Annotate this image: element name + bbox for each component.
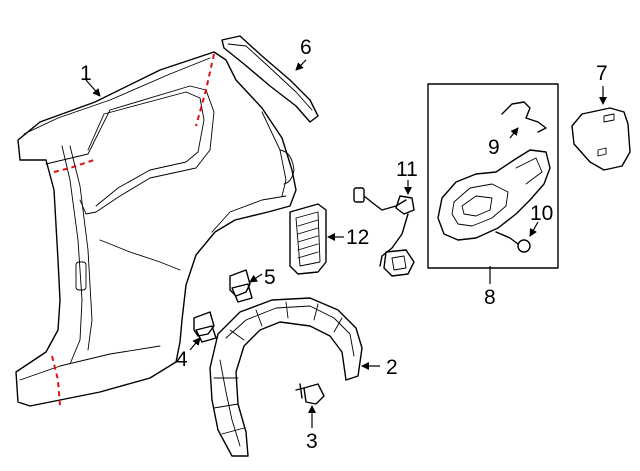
- spring: [501, 101, 547, 133]
- tether: [495, 231, 531, 253]
- callout-11: 11: [396, 158, 418, 181]
- callout-1: 1: [80, 62, 92, 85]
- fuel-door-housing: [437, 149, 551, 241]
- leaders: [85, 59, 607, 428]
- fuel-door-assembly-box: [427, 83, 559, 269]
- callout-10: 10: [530, 202, 553, 225]
- screw: [295, 383, 325, 405]
- roof-rail-trim: [221, 35, 319, 123]
- push-clip-lower: [193, 311, 217, 343]
- vent-grille: [289, 203, 327, 275]
- callout-2: 2: [386, 356, 398, 379]
- callout-3: 3: [306, 430, 318, 453]
- callout-12: 12: [346, 226, 369, 249]
- fuel-door: [571, 107, 631, 171]
- push-clip-upper: [229, 269, 253, 303]
- callout-4: 4: [176, 348, 188, 371]
- callout-8: 8: [484, 286, 496, 309]
- callout-labels: 1 2 3 4 5 6 7 8 9 10 11 12: [80, 36, 608, 453]
- callout-7: 7: [596, 62, 608, 85]
- callout-6: 6: [300, 36, 312, 59]
- release-cable: [353, 187, 415, 277]
- callout-5: 5: [264, 266, 276, 289]
- quarter-panel: [15, 51, 297, 407]
- wheel-liner: [209, 297, 363, 457]
- callout-9: 9: [488, 136, 500, 159]
